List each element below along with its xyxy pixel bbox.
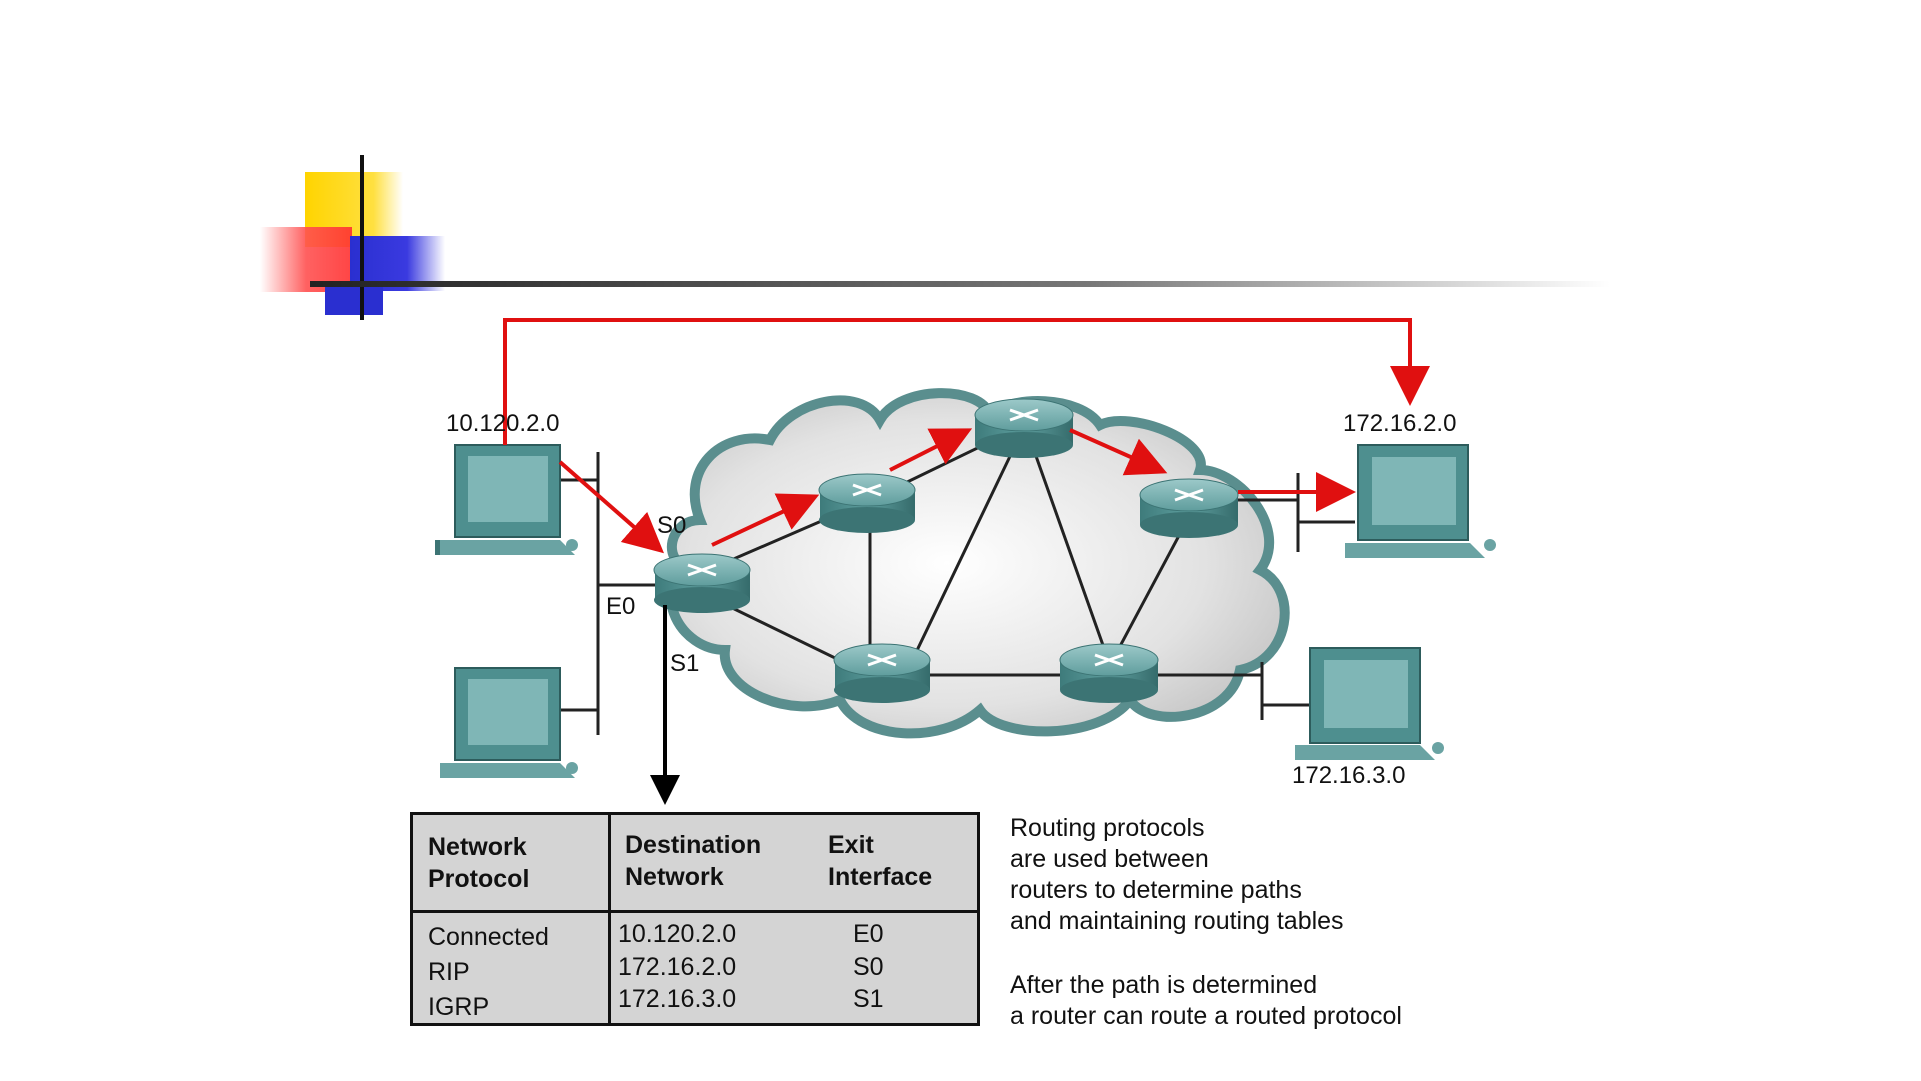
routed-protocol-note: After the path is determined a router ca… xyxy=(1010,971,1402,1030)
title-rule xyxy=(310,281,1610,287)
router-right xyxy=(1139,478,1239,538)
routing-table: Network Protocol Destination Network Exi… xyxy=(410,812,980,1026)
table-row: Connected xyxy=(428,923,549,951)
interface-label-e0: E0 xyxy=(606,593,636,620)
table-cell-exit: E0 xyxy=(853,920,884,948)
header-destination-network: Destination Network xyxy=(625,831,762,891)
header-exit-interface: Exit Interface xyxy=(828,831,933,891)
router-edge xyxy=(653,553,751,613)
network-label-right-top: 172.16.2.0 xyxy=(1343,410,1457,437)
routing-protocol-note: Routing protocols are used between route… xyxy=(1010,814,1344,935)
table-pointer-arrow xyxy=(650,605,680,805)
interface-label-s0: S0 xyxy=(657,512,687,539)
router-bottom-right xyxy=(1059,643,1159,703)
route-path xyxy=(503,318,1430,554)
logo-blue-square-small xyxy=(325,285,383,315)
router-top xyxy=(974,398,1074,458)
pc-right-top xyxy=(1345,444,1496,558)
table-cell-destination: 10.120.2.0 xyxy=(618,920,737,948)
pc-left-bottom xyxy=(440,667,578,778)
interface-label-s1: S1 xyxy=(670,650,700,677)
table-cell-exit: S1 xyxy=(853,985,884,1013)
router-bottom-left xyxy=(833,643,931,703)
table-cell-exit: S0 xyxy=(853,953,884,981)
table-cell-destination: 172.16.2.0 xyxy=(618,953,737,981)
header-network-protocol: Network Protocol xyxy=(428,833,530,893)
lan-segments xyxy=(560,452,1355,735)
table-cell-destination: 172.16.3.0 xyxy=(618,985,737,1013)
network-label-left: 10.120.2.0 xyxy=(446,410,560,437)
table-row: RIP xyxy=(428,958,470,986)
network-label-right-bottom: 172.16.3.0 xyxy=(1292,762,1406,789)
router-upper-left xyxy=(818,473,916,533)
pc-left-top xyxy=(435,444,578,555)
table-row: IGRP xyxy=(428,993,490,1021)
pc-right-bottom xyxy=(1295,647,1444,760)
